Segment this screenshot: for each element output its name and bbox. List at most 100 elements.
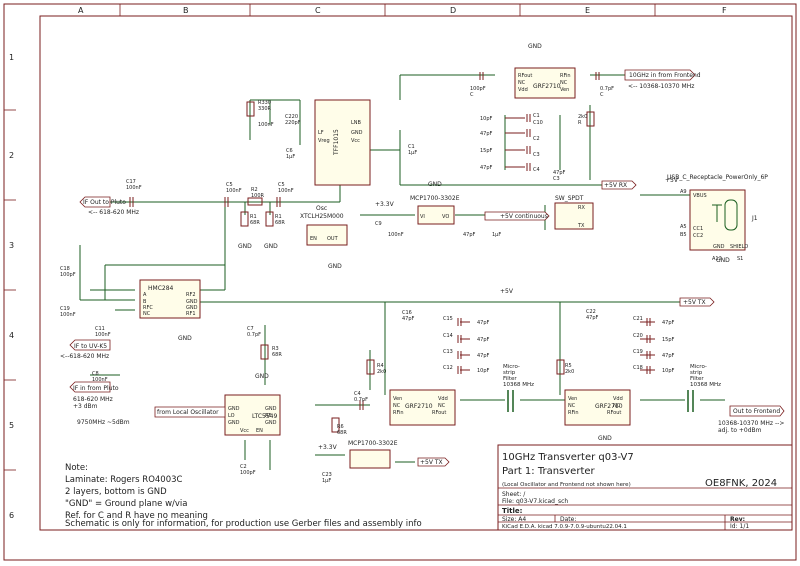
port-lo-in: from Local Oscillator [157,409,219,416]
tff-pin-gnd: GND [351,130,363,136]
net-gnd-9: GND [716,257,730,264]
net-flags [69,69,785,467]
title-tool: KiCad E.D.A. kicad 7.0.9-7.0.9-ubuntu22.… [502,524,627,530]
microstrip-marks [507,390,694,412]
ltc-body [224,394,281,436]
tff-pin-lf: LF [318,130,324,136]
ltc-pin-rf: RF [265,413,271,419]
port-uv-k5: IF to UV-K5 [74,343,107,350]
row-6: 6 [9,511,14,520]
ltc-pin-gnd3: GND [265,406,277,412]
grf-mid-pin-rfin: RFin [393,410,404,416]
grf-right-pin-vdd: Vdd [613,396,623,402]
val-c47p-b: 47pF [480,165,493,171]
grf-top-pin-vdd: Vdd [518,87,528,93]
net-gnd-6: GND [598,435,612,442]
hmc-pin-b: B [143,299,147,305]
frame-ticks [4,4,656,471]
ltc-pin-en: EN [256,428,263,434]
port-if-out: IF Out to Pluto [83,199,126,206]
port-if-in-freq1: 618-620 MHz [73,396,113,403]
hmc-body [139,279,201,319]
notes-block: Note: Laminate: Rogers RO4003C 2 layers,… [65,463,422,529]
note-layers: 2 layers, bottom is GND [65,487,167,497]
row-4: 4 [9,331,14,340]
hmc-pin-a: A [143,292,147,298]
port-to-frontend: Out to Frontend [733,408,780,415]
port-rx-in: 10GHz in from Frontend [629,72,701,79]
grf-right-pin-rfin: RFin [568,410,579,416]
usb-pin-num-a5: A5 [680,224,687,230]
part-labels: TFF1015 GRF2710 HMC284 LTC5549 GRF2710 G… [148,83,768,447]
col-d: D [450,6,456,15]
ltc-pin-vcc: Vcc [240,428,249,434]
val-c10: C10 [533,120,543,126]
val-c4: C4 [533,167,540,173]
usb-pin-num-a9: A9 [680,189,687,195]
mcp-bot-body [349,449,391,469]
net-5v: +5V [500,288,514,295]
grf-mid-pin-nc2: NC [438,403,446,409]
net-5v-tx-bot: +5V TX [420,459,443,466]
grf-right-pin-nc: NC [568,403,576,409]
part-hmc: HMC284 [148,285,174,292]
grf-top-pin-rfout: RFout [518,73,532,79]
row-2: 2 [9,151,14,160]
net-labels: +5V RX +5V TX +5V +5V +3.3V +3.3V +5V co… [178,43,730,466]
net-gnd-8: GND [264,243,278,250]
val-c47p-left-2: 47pF [477,353,490,359]
grf-right-body [564,389,631,426]
val-c12: C12 [443,365,453,371]
col-c: C [315,6,321,15]
part-xtal: XTCLH25M000 [300,213,344,220]
net-gnd-5: GND [255,373,269,380]
net-gnd-7: GND [238,243,252,250]
port-if-in-freq2: +3 dBm [73,403,98,410]
val-c20: C20 [633,333,643,339]
usb-pin-num-b5: B5 [680,232,687,238]
usb-pin-cc1: CC1 [693,226,703,232]
hmc-pin-rf2: RF2 [186,292,196,298]
frame-row-numbers: 1 2 3 4 5 6 [9,53,14,520]
row-1: 1 [9,53,14,62]
reg-pin-vo: VO [442,214,449,220]
val-c9: C9 [375,221,382,227]
frame-col-letters: A B C D E F [78,6,727,15]
port-if-out-freq: <-- 618-620 MHz [88,209,139,216]
hmc-pin-gnd1: GND [186,299,198,305]
port-labels: IF Out to Pluto <-- 618-620 MHz 10GHz in… [60,72,784,434]
net-gnd-3: GND [328,263,342,270]
sw-pin-tx: TX [577,223,585,229]
val-c1u-mcp: 1µF [492,232,501,238]
part-mcp-top: MCP1700-3302E [410,195,460,202]
val-c15p-a: 15pF [480,148,493,154]
title-rev: Rev: [730,516,745,523]
usb-pin-num-s1: S1 [737,256,743,262]
port-rx-in-freq: <-- 10368-10370 MHz [628,83,694,90]
component-bodies [139,67,746,469]
part-switch: SW_SPDT [555,195,584,202]
reg-pin-vi: VI [420,214,425,220]
title-author: OE8FNK, 2024 [705,478,777,489]
usb-pin-num-a12: A12 [712,256,722,262]
col-a: A [78,6,84,15]
val-c18b: C18 [633,365,643,371]
hmc-pin-rf1: RF1 [186,311,196,317]
usb-pin-gnd: GND [713,244,725,250]
